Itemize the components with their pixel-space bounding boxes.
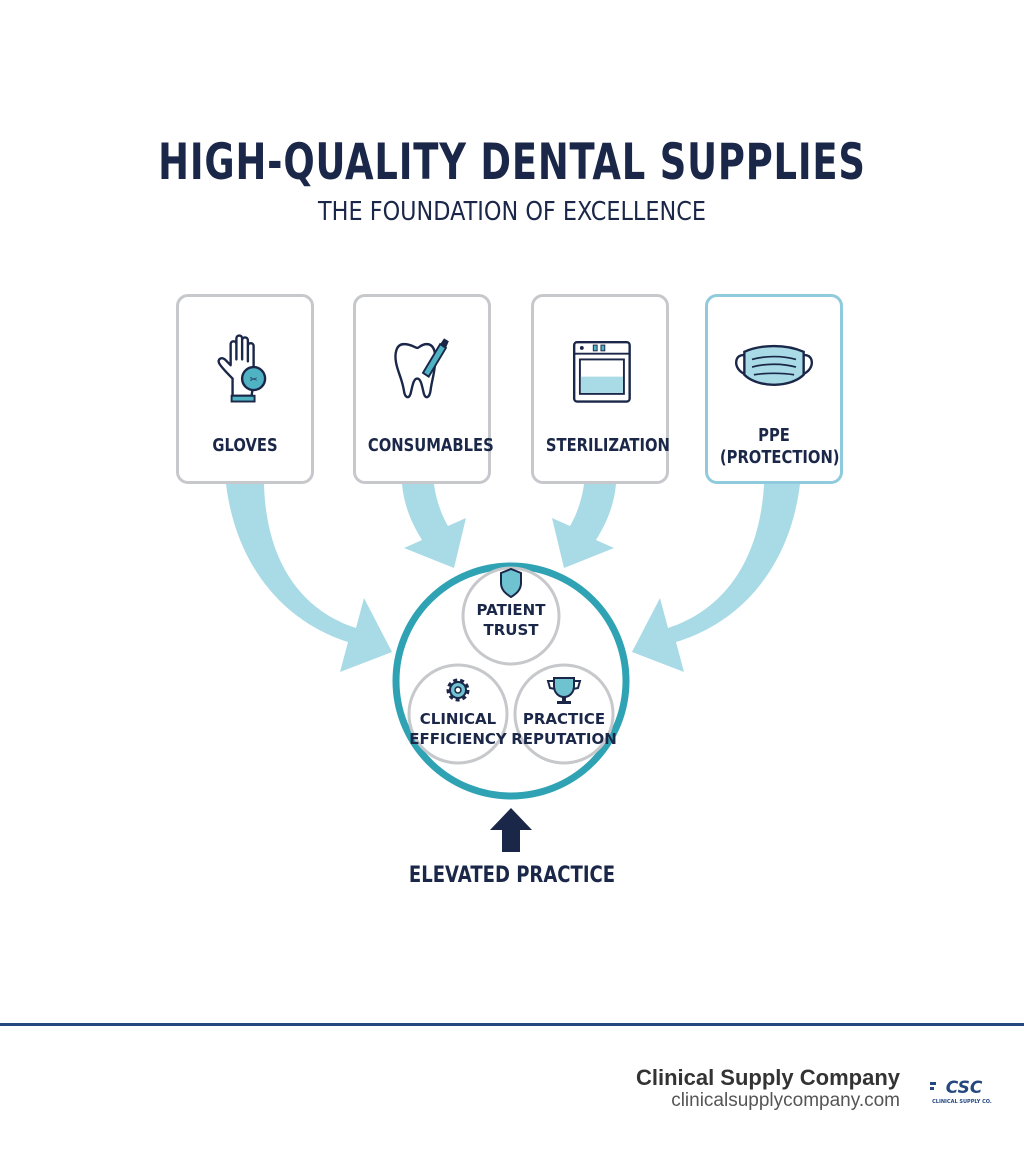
supply-card-label: PPE (PROTECTION) [719,425,840,469]
supply-card-gloves: ✂ GLOVES [176,294,314,484]
company-name: Clinical Supply Company [635,1065,900,1090]
svg-text:✂: ✂ [250,374,258,385]
supply-card-consumables: CONSUMABLES [353,294,494,484]
hub-node-label: REPUTATION [511,730,617,748]
hub-node-clinical-efficiency: CLINICAL EFFICIENCY [407,663,509,765]
flow-arrow-ppe [632,484,800,672]
supply-card-label: GLOVES [212,435,278,456]
shield-icon [500,567,522,599]
logo-subtext: CLINICAL SUPPLY CO. [932,1099,992,1105]
company-url: clinicalsupplycompany.com [671,1090,900,1111]
tooth-brush-icon [394,338,449,399]
up-arrow-icon [490,808,532,852]
supply-card-label-line: (PROTECTION) [719,447,840,468]
hub-node-label: PRACTICE [523,710,605,728]
supply-card-ppe: PPE (PROTECTION) [705,294,843,484]
footer-divider [0,1023,1024,1026]
flow-arrow-gloves [226,484,392,672]
glove-icon: ✂ [217,334,267,403]
supply-card-label: CONSUMABLES [367,435,494,456]
sterilizer-icon [572,341,631,403]
hub-node-label: PATIENT [477,601,547,619]
logo-text: CSC [946,1078,983,1098]
hub-node-label: EFFICIENCY [409,730,508,748]
supply-card-label: STERILIZATION [545,435,670,456]
result-label: ELEVATED PRACTICE [408,863,616,888]
page-subtitle: THE FOUNDATION OF EXCELLENCE [318,197,706,227]
gear-icon [446,678,470,702]
supply-card-label-line: PPE [758,425,790,446]
flow-arrows: PATIENT TRUST CLINICAL EFFICIENCY PRACTI… [226,484,800,852]
company-logo: CSC CLINICAL SUPPLY CO. [930,1078,992,1105]
hub-node-label: TRUST [484,621,540,639]
hub-node-patient-trust: PATIENT TRUST [461,566,561,666]
hub-node-label: CLINICAL [420,710,497,728]
flow-arrow-sterilization [552,484,616,568]
face-mask-icon [735,344,813,386]
page-title: HIGH-QUALITY DENTAL SUPPLIES [158,133,866,191]
supply-card-sterilization: STERILIZATION [531,294,670,484]
flow-arrow-consumables [402,484,466,568]
trophy-icon [546,677,582,704]
hub-node-practice-reputation: PRACTICE REPUTATION [511,663,617,765]
